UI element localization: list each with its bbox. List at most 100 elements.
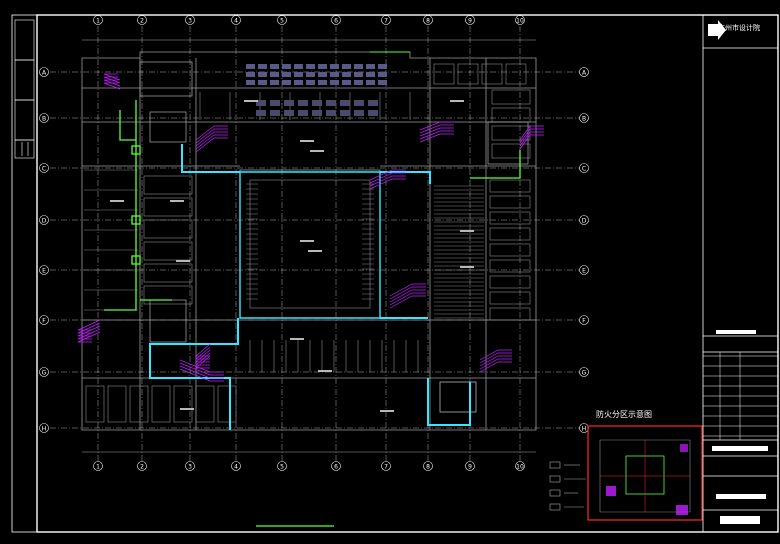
leader-line [419, 133, 454, 143]
grid-bubble [277, 15, 287, 25]
seat-block [258, 72, 267, 77]
leader-line [519, 134, 544, 150]
annotation-mark [110, 200, 124, 202]
seat-block [284, 100, 294, 106]
room [491, 125, 531, 141]
grid-bubble-label: 9 [468, 18, 472, 25]
title-block-bar [712, 446, 768, 451]
grid-bubble-label: 5 [280, 18, 284, 25]
grid-bubble [39, 113, 49, 123]
seat-block [340, 110, 350, 116]
grid-bubble [515, 461, 525, 471]
room [489, 307, 531, 321]
binding-strip-cells [14, 19, 35, 159]
grid-bubble [381, 15, 391, 25]
room [489, 179, 531, 193]
annotation-mark [300, 140, 314, 142]
seat-block [294, 64, 303, 69]
grid-bubble-label: 6 [334, 18, 338, 25]
seat-block [270, 64, 279, 69]
grid-bubble [231, 15, 241, 25]
annotation-mark [318, 370, 332, 372]
grid-bubble [39, 67, 49, 77]
grid-bubble [137, 461, 147, 471]
annotation-mark [460, 230, 474, 232]
grid-bubble [465, 461, 475, 471]
seat-block [354, 100, 364, 106]
logo-mark [708, 20, 726, 40]
grid-bubble-label: 7 [384, 464, 388, 471]
seat-block [306, 72, 315, 77]
grid-bubble-label: E [42, 268, 46, 275]
leader-line [103, 82, 121, 90]
grid-bubble [39, 367, 49, 377]
annotation-mark [180, 408, 194, 410]
key-plan-title: 防火分区示意图 [596, 410, 652, 419]
leader-line [519, 128, 544, 144]
grid-bubble [381, 461, 391, 471]
seat-block [294, 72, 303, 77]
room [489, 195, 531, 209]
room [505, 63, 527, 85]
leader-line [195, 128, 228, 144]
grid-bubble-label: 5 [280, 464, 284, 471]
leader-line [195, 346, 211, 360]
leader-line [195, 355, 211, 369]
grid-bubble-label: 10 [516, 18, 524, 25]
annotation-marks [110, 100, 474, 412]
grid-bubble-label: D [582, 218, 587, 225]
grid-bubble-label: C [582, 166, 586, 173]
grid-bubble-label: 1 [96, 18, 100, 25]
seat-block [330, 64, 339, 69]
grid-bubble-label: G [42, 370, 47, 377]
seat-block [378, 80, 387, 85]
seat-block [312, 110, 322, 116]
leader-line [103, 76, 121, 84]
leader-line [419, 121, 454, 131]
seat-block [258, 80, 267, 85]
leader-line [195, 137, 228, 153]
room [433, 63, 455, 85]
seat-block [318, 72, 327, 77]
room [489, 243, 531, 257]
room [217, 385, 237, 423]
annotation-mark [176, 260, 190, 262]
leader-line [77, 331, 101, 343]
seat-block [270, 72, 279, 77]
seat-block [256, 100, 266, 106]
leader-line [77, 325, 101, 337]
seat-block [354, 72, 363, 77]
seat-block [318, 64, 327, 69]
leader-line [179, 359, 224, 373]
key-plan [587, 425, 703, 521]
grid-bubble [39, 215, 49, 225]
grid-bubble [579, 113, 589, 123]
leader-line [195, 131, 228, 147]
leader-line [479, 352, 512, 364]
grid-bubble-label: A [582, 70, 587, 77]
seat-block [342, 80, 351, 85]
leader-line [389, 292, 426, 306]
annotation-mark [244, 100, 258, 102]
room [173, 385, 193, 423]
room [143, 175, 193, 195]
grid-bubble [137, 15, 147, 25]
green-pipe-runs [104, 51, 521, 311]
seat-block [246, 80, 255, 85]
grid-bubble [579, 215, 589, 225]
grid-bubble [579, 265, 589, 275]
seat-block [246, 72, 255, 77]
grid-bubble-label: G [582, 370, 587, 377]
grid-bubble [579, 367, 589, 377]
grid-bubble [579, 163, 589, 173]
seat-block [354, 64, 363, 69]
seat-block [340, 100, 350, 106]
grid-bubble-label: E [582, 268, 586, 275]
seat-block [246, 64, 255, 69]
title-block-rows [703, 330, 778, 524]
binding-strip [11, 14, 38, 533]
room [143, 285, 193, 305]
annotation-mark [450, 100, 464, 102]
stair-hatching [246, 183, 484, 319]
